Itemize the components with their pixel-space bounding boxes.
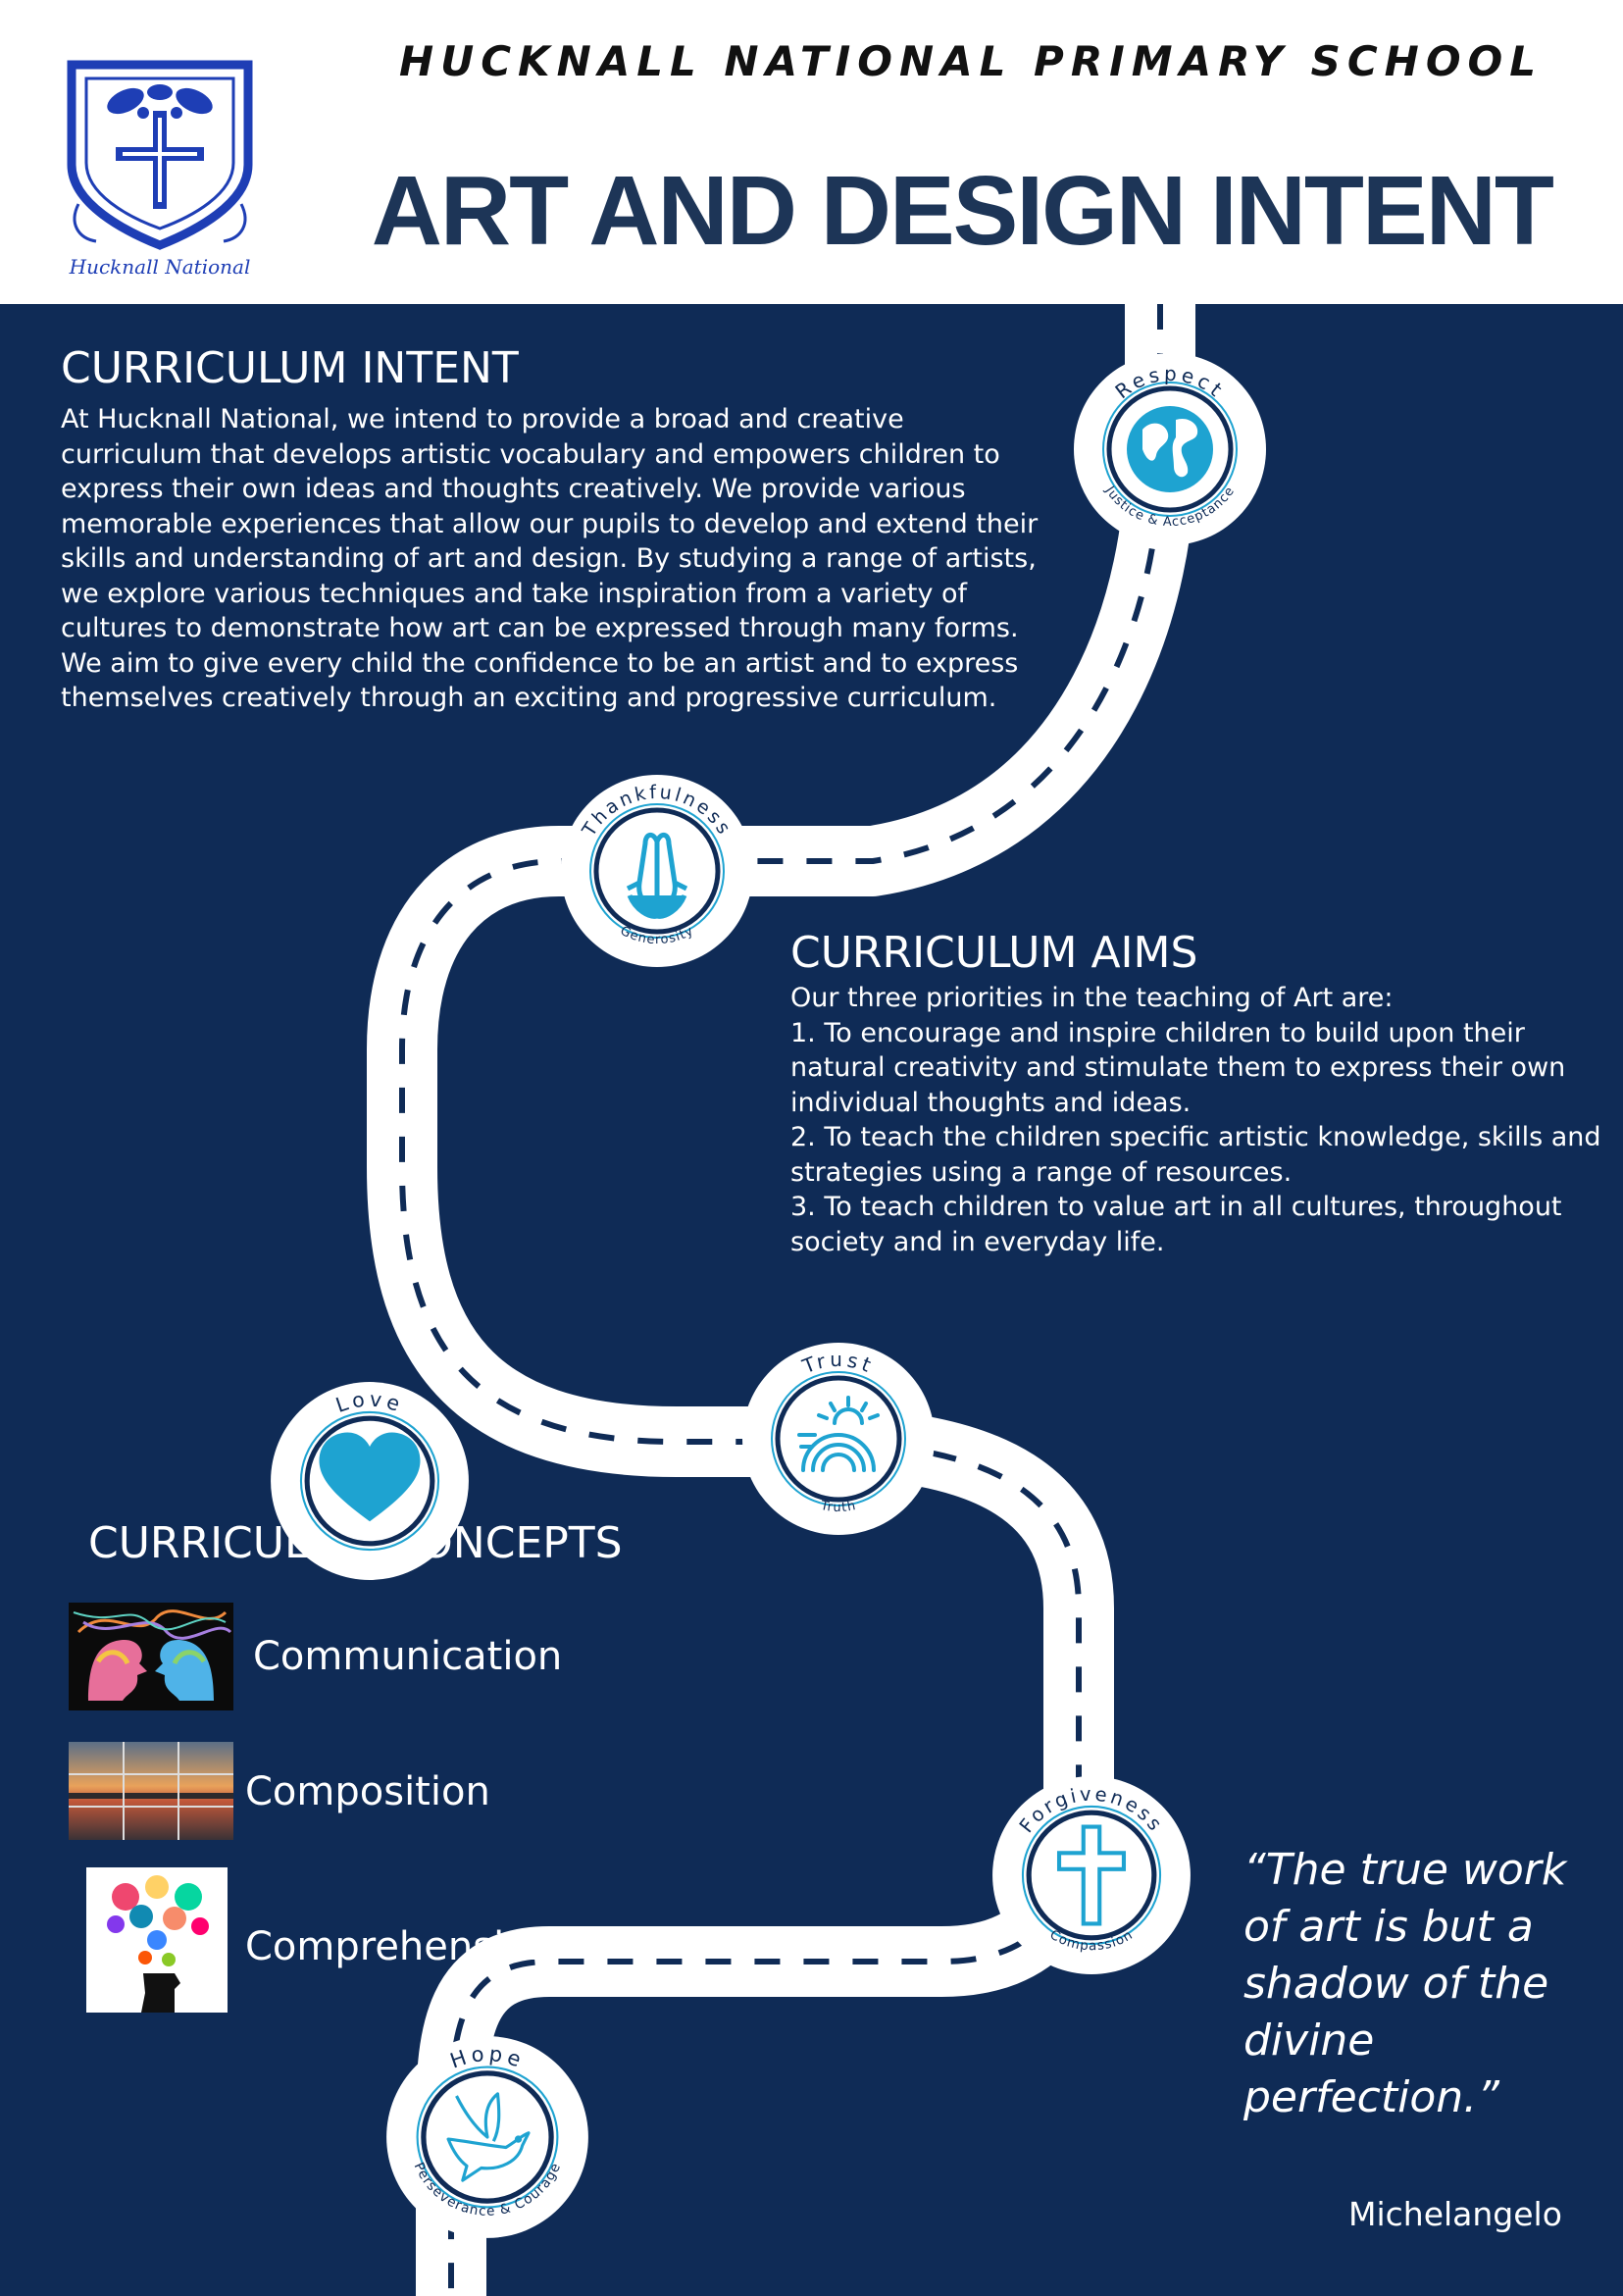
value-badge-respect: Respect Justice & Acceptance bbox=[1074, 353, 1266, 545]
dove-icon bbox=[446, 2092, 531, 2182]
school-name: HUCKNALL NATIONAL PRIMARY SCHOOL bbox=[398, 37, 1543, 85]
praying-hands-icon bbox=[626, 833, 688, 919]
aim-item: 2. To teach the children specific artist… bbox=[790, 1122, 1601, 1188]
content-panel: CURRICULUM INTENT At Hucknall National, … bbox=[0, 304, 1623, 2296]
value-badge-forgiveness: Forgiveness Compassion bbox=[992, 1776, 1191, 1974]
globe-icon bbox=[1127, 406, 1213, 492]
header: Hucknall National HUCKNALL NATIONAL PRIM… bbox=[0, 0, 1623, 304]
concept-label: Comprehension bbox=[245, 1924, 554, 1969]
value-badge-love: Love bbox=[271, 1382, 469, 1580]
value-badge-trust: Trust Truth bbox=[742, 1343, 935, 1535]
intent-body: At Hucknall National, we intend to provi… bbox=[61, 404, 1039, 713]
sunset-grid-icon bbox=[69, 1742, 233, 1840]
svg-text:Truth: Truth bbox=[818, 1499, 857, 1515]
intent-heading: CURRICULUM INTENT bbox=[61, 343, 519, 393]
concept-comprehension: Comprehension bbox=[86, 1867, 553, 2013]
colorful-heads-icon bbox=[69, 1603, 233, 1710]
school-crest: Hucknall National bbox=[57, 57, 263, 282]
crest-caption: Hucknall National bbox=[69, 255, 251, 279]
crest-shield-icon bbox=[67, 60, 253, 250]
concept-label: Communication bbox=[253, 1634, 563, 1679]
aims-list: 1. To encourage and inspire children to … bbox=[790, 1016, 1604, 1260]
composition-thumbnail bbox=[69, 1742, 233, 1840]
aim-item: 1. To encourage and inspire children to … bbox=[790, 1017, 1566, 1118]
winding-road bbox=[367, 304, 1195, 2296]
value-badge-hope: Hope Perseverance & Courage bbox=[386, 2036, 588, 2238]
quote-author: Michelangelo bbox=[1348, 2195, 1562, 2233]
quote-text: “The true work of art is but a shadow of… bbox=[1243, 1845, 1567, 2122]
value-badge-thankfulness: Thankfulness Generosity bbox=[561, 775, 753, 967]
aims-heading: CURRICULUM AIMS bbox=[790, 928, 1198, 978]
communication-thumbnail bbox=[69, 1603, 233, 1710]
comprehension-thumbnail bbox=[86, 1867, 228, 2013]
aim-item: 3. To teach children to value art in all… bbox=[790, 1192, 1562, 1257]
aims-intro: Our three priorities in the teaching of … bbox=[790, 983, 1394, 1013]
cross-icon bbox=[1056, 1824, 1127, 1926]
concept-label: Composition bbox=[245, 1769, 490, 1814]
concept-communication: Communication bbox=[69, 1603, 562, 1710]
page-title: ART AND DESIGN INTENT bbox=[371, 156, 1554, 266]
idea-head-icon bbox=[86, 1867, 228, 2013]
concept-composition: Composition bbox=[69, 1742, 490, 1850]
value-subtitle: Truth bbox=[818, 1499, 856, 1515]
aims-block: Our three priorities in the teaching of … bbox=[790, 981, 1604, 1259]
rainbow-sun-icon bbox=[797, 1396, 880, 1472]
heart-icon bbox=[319, 1432, 421, 1522]
